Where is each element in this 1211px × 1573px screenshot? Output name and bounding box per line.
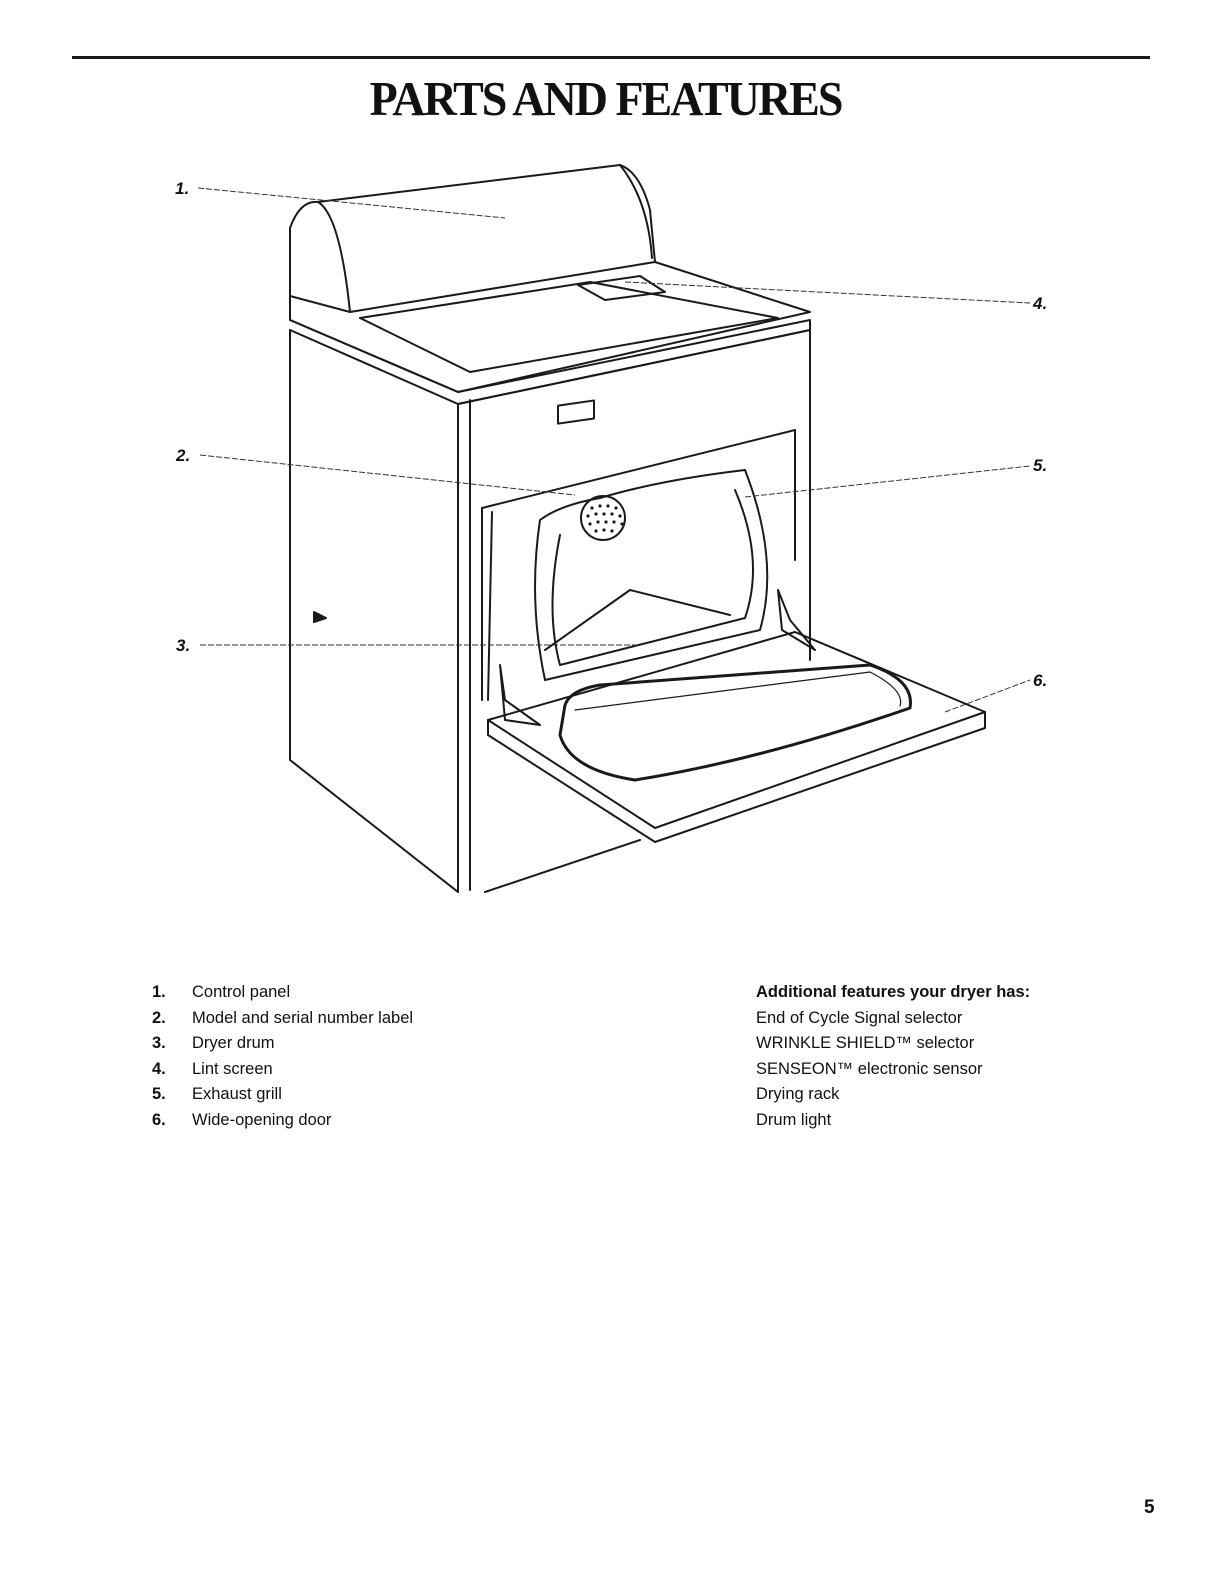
page-title: PARTS AND FEATURES	[0, 71, 1211, 127]
top-lip	[290, 320, 810, 404]
callout-3: 3.	[176, 636, 190, 655]
control-panel-front	[318, 202, 350, 312]
model-label	[558, 401, 594, 424]
leader-1	[198, 188, 505, 218]
door-panel-edge	[488, 712, 985, 842]
drum-back	[545, 590, 730, 650]
door-frame-inner	[488, 512, 492, 700]
door-frame	[482, 430, 795, 700]
leader-2	[200, 455, 575, 495]
feature-item: Drying rack	[756, 1082, 1030, 1108]
hinge-left	[500, 665, 540, 725]
callout-2: 2.	[175, 446, 190, 465]
door-seal	[560, 665, 911, 780]
side-marker	[314, 612, 326, 622]
feature-item: SENSEON™ electronic sensor	[756, 1057, 1030, 1083]
parts-list: 1.Control panel 2.Model and serial numbe…	[152, 980, 413, 1133]
door-seal-inner	[575, 672, 901, 710]
drum-opening	[535, 470, 767, 680]
list-item: 5.Exhaust grill	[152, 1082, 413, 1108]
list-item: 1.Control panel	[152, 980, 413, 1006]
features-heading: Additional features your dryer has:	[756, 980, 1030, 1006]
cabinet-base	[485, 840, 640, 892]
list-item: 3.Dryer drum	[152, 1031, 413, 1057]
feature-item: Drum light	[756, 1108, 1030, 1134]
leader-6	[945, 680, 1030, 712]
cabinet-side	[290, 330, 458, 892]
list-item: 6.Wide-opening door	[152, 1108, 413, 1134]
additional-features: Additional features your dryer has: End …	[756, 980, 1030, 1133]
callout-5: 5.	[1033, 456, 1047, 475]
list-item: 4.Lint screen	[152, 1057, 413, 1083]
callout-1: 1.	[175, 179, 189, 198]
leader-5	[745, 466, 1030, 497]
control-panel-outline	[290, 165, 655, 262]
exhaust-grill	[581, 496, 625, 540]
list-item: 2.Model and serial number label	[152, 1006, 413, 1032]
door-panel	[488, 632, 985, 828]
callout-6: 6.	[1033, 671, 1047, 690]
page-number: 5	[1144, 1497, 1155, 1519]
feature-item: End of Cycle Signal selector	[756, 1006, 1030, 1032]
dryer-top-inset	[360, 282, 778, 372]
top-rule	[72, 56, 1150, 59]
feature-item: WRINKLE SHIELD™ selector	[756, 1031, 1030, 1057]
grill-dots	[586, 504, 623, 532]
callout-4: 4.	[1032, 294, 1047, 313]
dryer-diagram: 1. 2. 3. 4. 5. 6.	[0, 150, 1211, 920]
